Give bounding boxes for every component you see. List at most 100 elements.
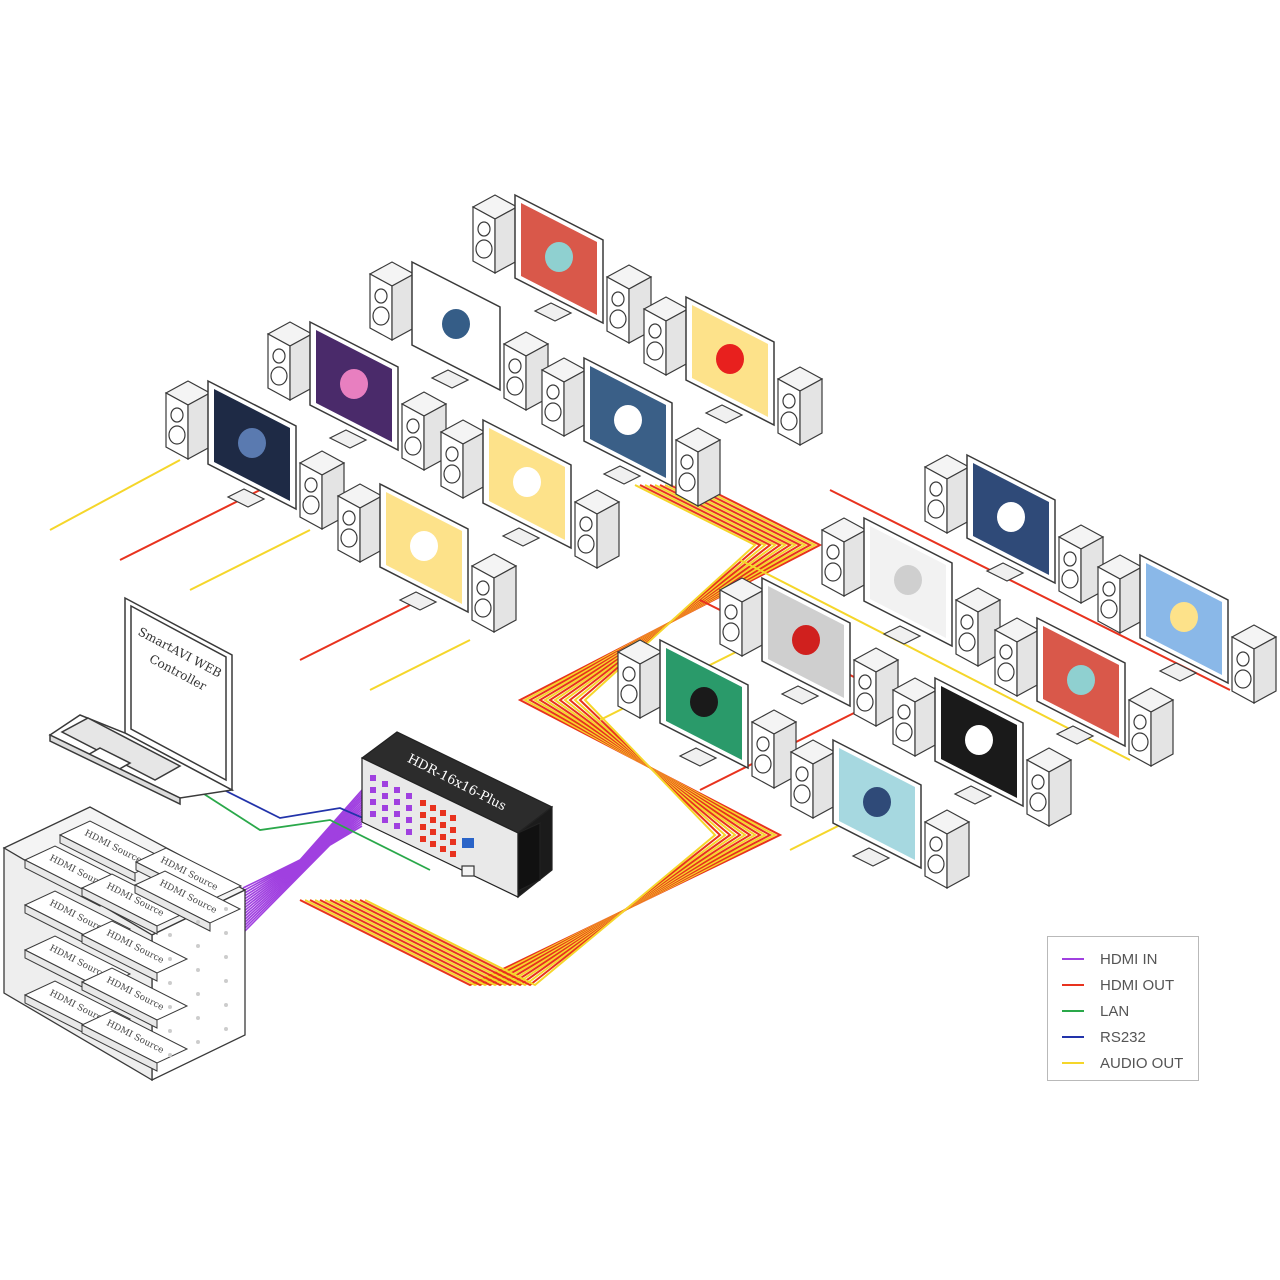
hdmi-in-port — [382, 793, 388, 799]
screen-graphic — [792, 625, 820, 655]
monitor-stand — [985, 562, 1025, 582]
legend-item-audio-out: AUDIO OUT — [1062, 1050, 1183, 1076]
display-4 — [266, 320, 448, 472]
hdmi-out-port — [440, 822, 446, 828]
speaker-icon — [954, 587, 1002, 668]
hdmi-out-port — [420, 824, 426, 830]
rs232-port — [462, 838, 474, 848]
speaker-icon — [471, 194, 519, 275]
hdmi-out-port — [430, 829, 436, 835]
display-13 — [993, 616, 1175, 768]
hdmi-in-port — [406, 793, 412, 799]
rack-hole — [168, 957, 172, 961]
display-12 — [718, 576, 900, 728]
legend-swatch-hdmi-out — [1062, 984, 1084, 986]
display-11 — [1096, 553, 1278, 705]
display-9 — [923, 453, 1105, 605]
legend-swatch-hdmi-in — [1062, 958, 1084, 960]
hdmi-in-port — [406, 817, 412, 823]
speaker-icon — [540, 357, 588, 438]
hdmi-in-port — [406, 829, 412, 835]
screen-graphic — [442, 309, 470, 339]
screen-graphic — [513, 467, 541, 497]
cable-layer — [49, 459, 1231, 987]
display-8 — [336, 482, 518, 634]
hdmi-out-port — [420, 812, 426, 818]
branch-cable — [49, 459, 181, 531]
hdmi-in-port — [370, 799, 376, 805]
screen-graphic — [340, 369, 368, 399]
speaker-icon — [616, 639, 664, 720]
display-layer — [164, 193, 1278, 890]
lan-port — [461, 865, 475, 877]
legend: HDMI IN HDMI OUT LAN RS232 AUDIO OUT — [1047, 936, 1199, 1081]
legend-swatch-rs232 — [1062, 1036, 1084, 1038]
hdmi-out-port — [450, 827, 456, 833]
speaker-icon — [1230, 624, 1278, 705]
screen-graphic — [1067, 665, 1095, 695]
screen-graphic — [716, 344, 744, 374]
rack-hole — [168, 981, 172, 985]
hdmi-out-port — [420, 836, 426, 842]
monitor-stand — [430, 369, 470, 389]
monitor-stand — [533, 302, 573, 322]
lan-cable — [189, 784, 431, 871]
speaker-icon — [368, 261, 416, 342]
speaker-icon — [470, 553, 518, 634]
branch-cable — [369, 639, 471, 691]
speaker-icon — [674, 427, 722, 508]
monitor-stand — [398, 591, 438, 611]
display-16 — [789, 738, 971, 890]
matrix-switch: HDR-16x16-Plus — [360, 731, 554, 899]
legend-swatch-audio-out — [1062, 1062, 1084, 1064]
hdmi-in-port — [394, 799, 400, 805]
screen-graphic — [894, 565, 922, 595]
branch-cable — [739, 559, 1131, 761]
display-10 — [820, 516, 1002, 668]
display-7 — [439, 418, 621, 570]
speaker-icon — [776, 366, 824, 447]
speaker-icon — [266, 321, 314, 402]
hdmi-out-port — [440, 846, 446, 852]
monitor-stand — [704, 404, 744, 424]
speaker-icon — [642, 296, 690, 377]
hdmi-in-port — [370, 775, 376, 781]
hdmi-in-port — [382, 781, 388, 787]
legend-label-rs232: RS232 — [1100, 1028, 1146, 1046]
display-1 — [471, 193, 653, 345]
monitor-stand — [1158, 662, 1198, 682]
speaker-icon — [789, 739, 837, 820]
hdmi-in-port — [394, 823, 400, 829]
screen-graphic — [1170, 602, 1198, 632]
display-6 — [164, 379, 346, 531]
hdmi-source-unit: HDMI Source — [80, 920, 189, 982]
rack-hole — [196, 992, 200, 996]
monitor-stand — [851, 847, 891, 867]
monitor-stand — [953, 785, 993, 805]
rack-hole — [224, 1003, 228, 1007]
screen-graphic — [410, 531, 438, 561]
rack-hole — [224, 955, 228, 959]
hdmi-out-port — [450, 815, 456, 821]
branch-cable — [189, 529, 311, 591]
rack-hole — [224, 907, 228, 911]
speaker-icon — [852, 647, 900, 728]
legend-item-rs232: RS232 — [1062, 1024, 1146, 1050]
hdmi-in-port — [394, 787, 400, 793]
rack-hole — [196, 1016, 200, 1020]
rack-hole — [196, 920, 200, 924]
hdmi-out-port — [430, 817, 436, 823]
screen-graphic — [614, 405, 642, 435]
rack-hole — [168, 1053, 172, 1057]
screen-graphic — [863, 787, 891, 817]
screen-graphic — [997, 502, 1025, 532]
display-14 — [616, 638, 798, 790]
rack-hole — [196, 968, 200, 972]
speaker-icon — [605, 264, 653, 345]
output-cable — [364, 484, 757, 987]
rack-hole — [196, 944, 200, 948]
